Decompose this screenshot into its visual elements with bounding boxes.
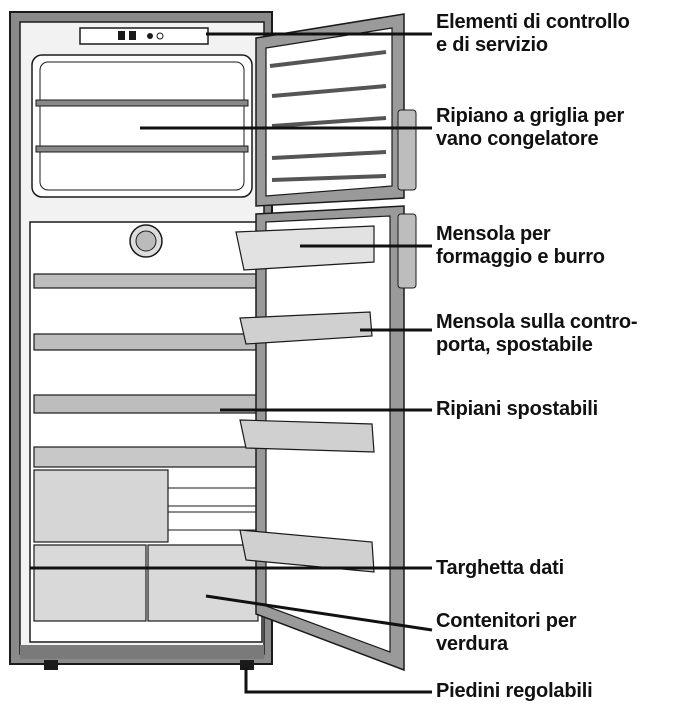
fridge-door bbox=[235, 205, 417, 672]
label-control-elements: Elementi di controllo e di servizio bbox=[436, 11, 630, 56]
freezer-door bbox=[255, 13, 417, 207]
label-cheese-butter-shelf: Mensola per formaggio e burro bbox=[436, 223, 605, 268]
label-freezer-grid-shelf: Ripiano a griglia per vano congelatore bbox=[436, 105, 625, 150]
leader-lines bbox=[30, 32, 433, 694]
label-movable-shelves: Ripiani spostabili bbox=[436, 398, 598, 420]
label-vegetable-containers: Contenitori per verdura bbox=[436, 610, 577, 655]
fridge-compartment bbox=[29, 221, 263, 643]
freezer-compartment bbox=[31, 54, 253, 198]
label-door-shelf: Mensola sulla contro- porta, spostabile bbox=[436, 311, 638, 356]
control-panel bbox=[79, 27, 209, 45]
label-adjustable-feet: Piedini regolabili bbox=[436, 680, 593, 702]
label-data-plate: Targhetta dati bbox=[436, 557, 564, 579]
adjustable-feet bbox=[44, 660, 254, 670]
